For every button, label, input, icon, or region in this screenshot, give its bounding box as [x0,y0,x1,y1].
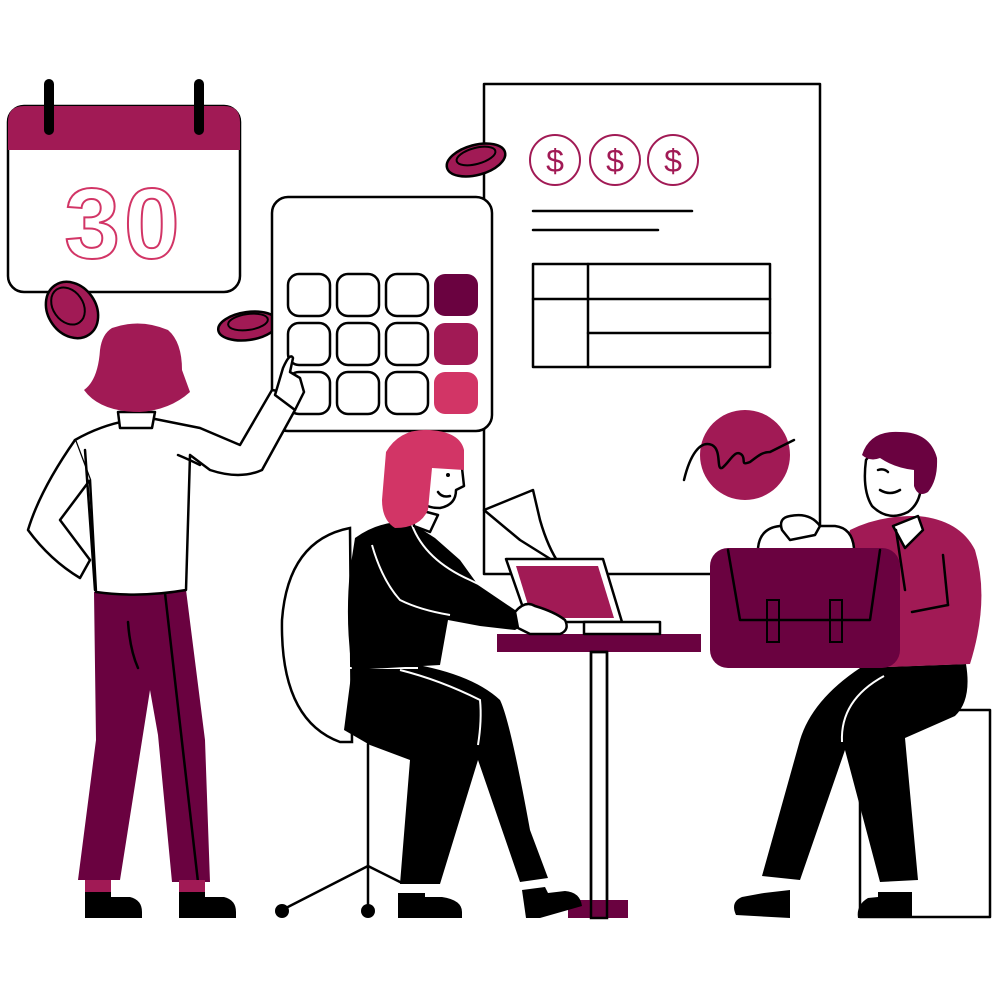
dollar-coins-row: $ $ $ [529,134,699,186]
coin-icon [44,280,100,340]
invoice-table [531,262,772,369]
calendar-icon: 30 [6,79,242,294]
seated-woman [344,429,582,918]
dollar-icon: $ [664,143,682,179]
invoice-document: $ $ $ [482,82,822,576]
calculator [270,195,494,433]
calendar-day: 30 [64,168,183,280]
chair [275,526,402,918]
dollar-icon: $ [606,143,624,179]
coin-icon [445,142,507,178]
desk [497,634,701,920]
coin-icon [216,310,280,342]
briefcase-icon [710,513,900,668]
standing-woman [26,323,306,918]
signature-stamp [682,410,796,500]
dollar-icon: $ [546,143,564,179]
